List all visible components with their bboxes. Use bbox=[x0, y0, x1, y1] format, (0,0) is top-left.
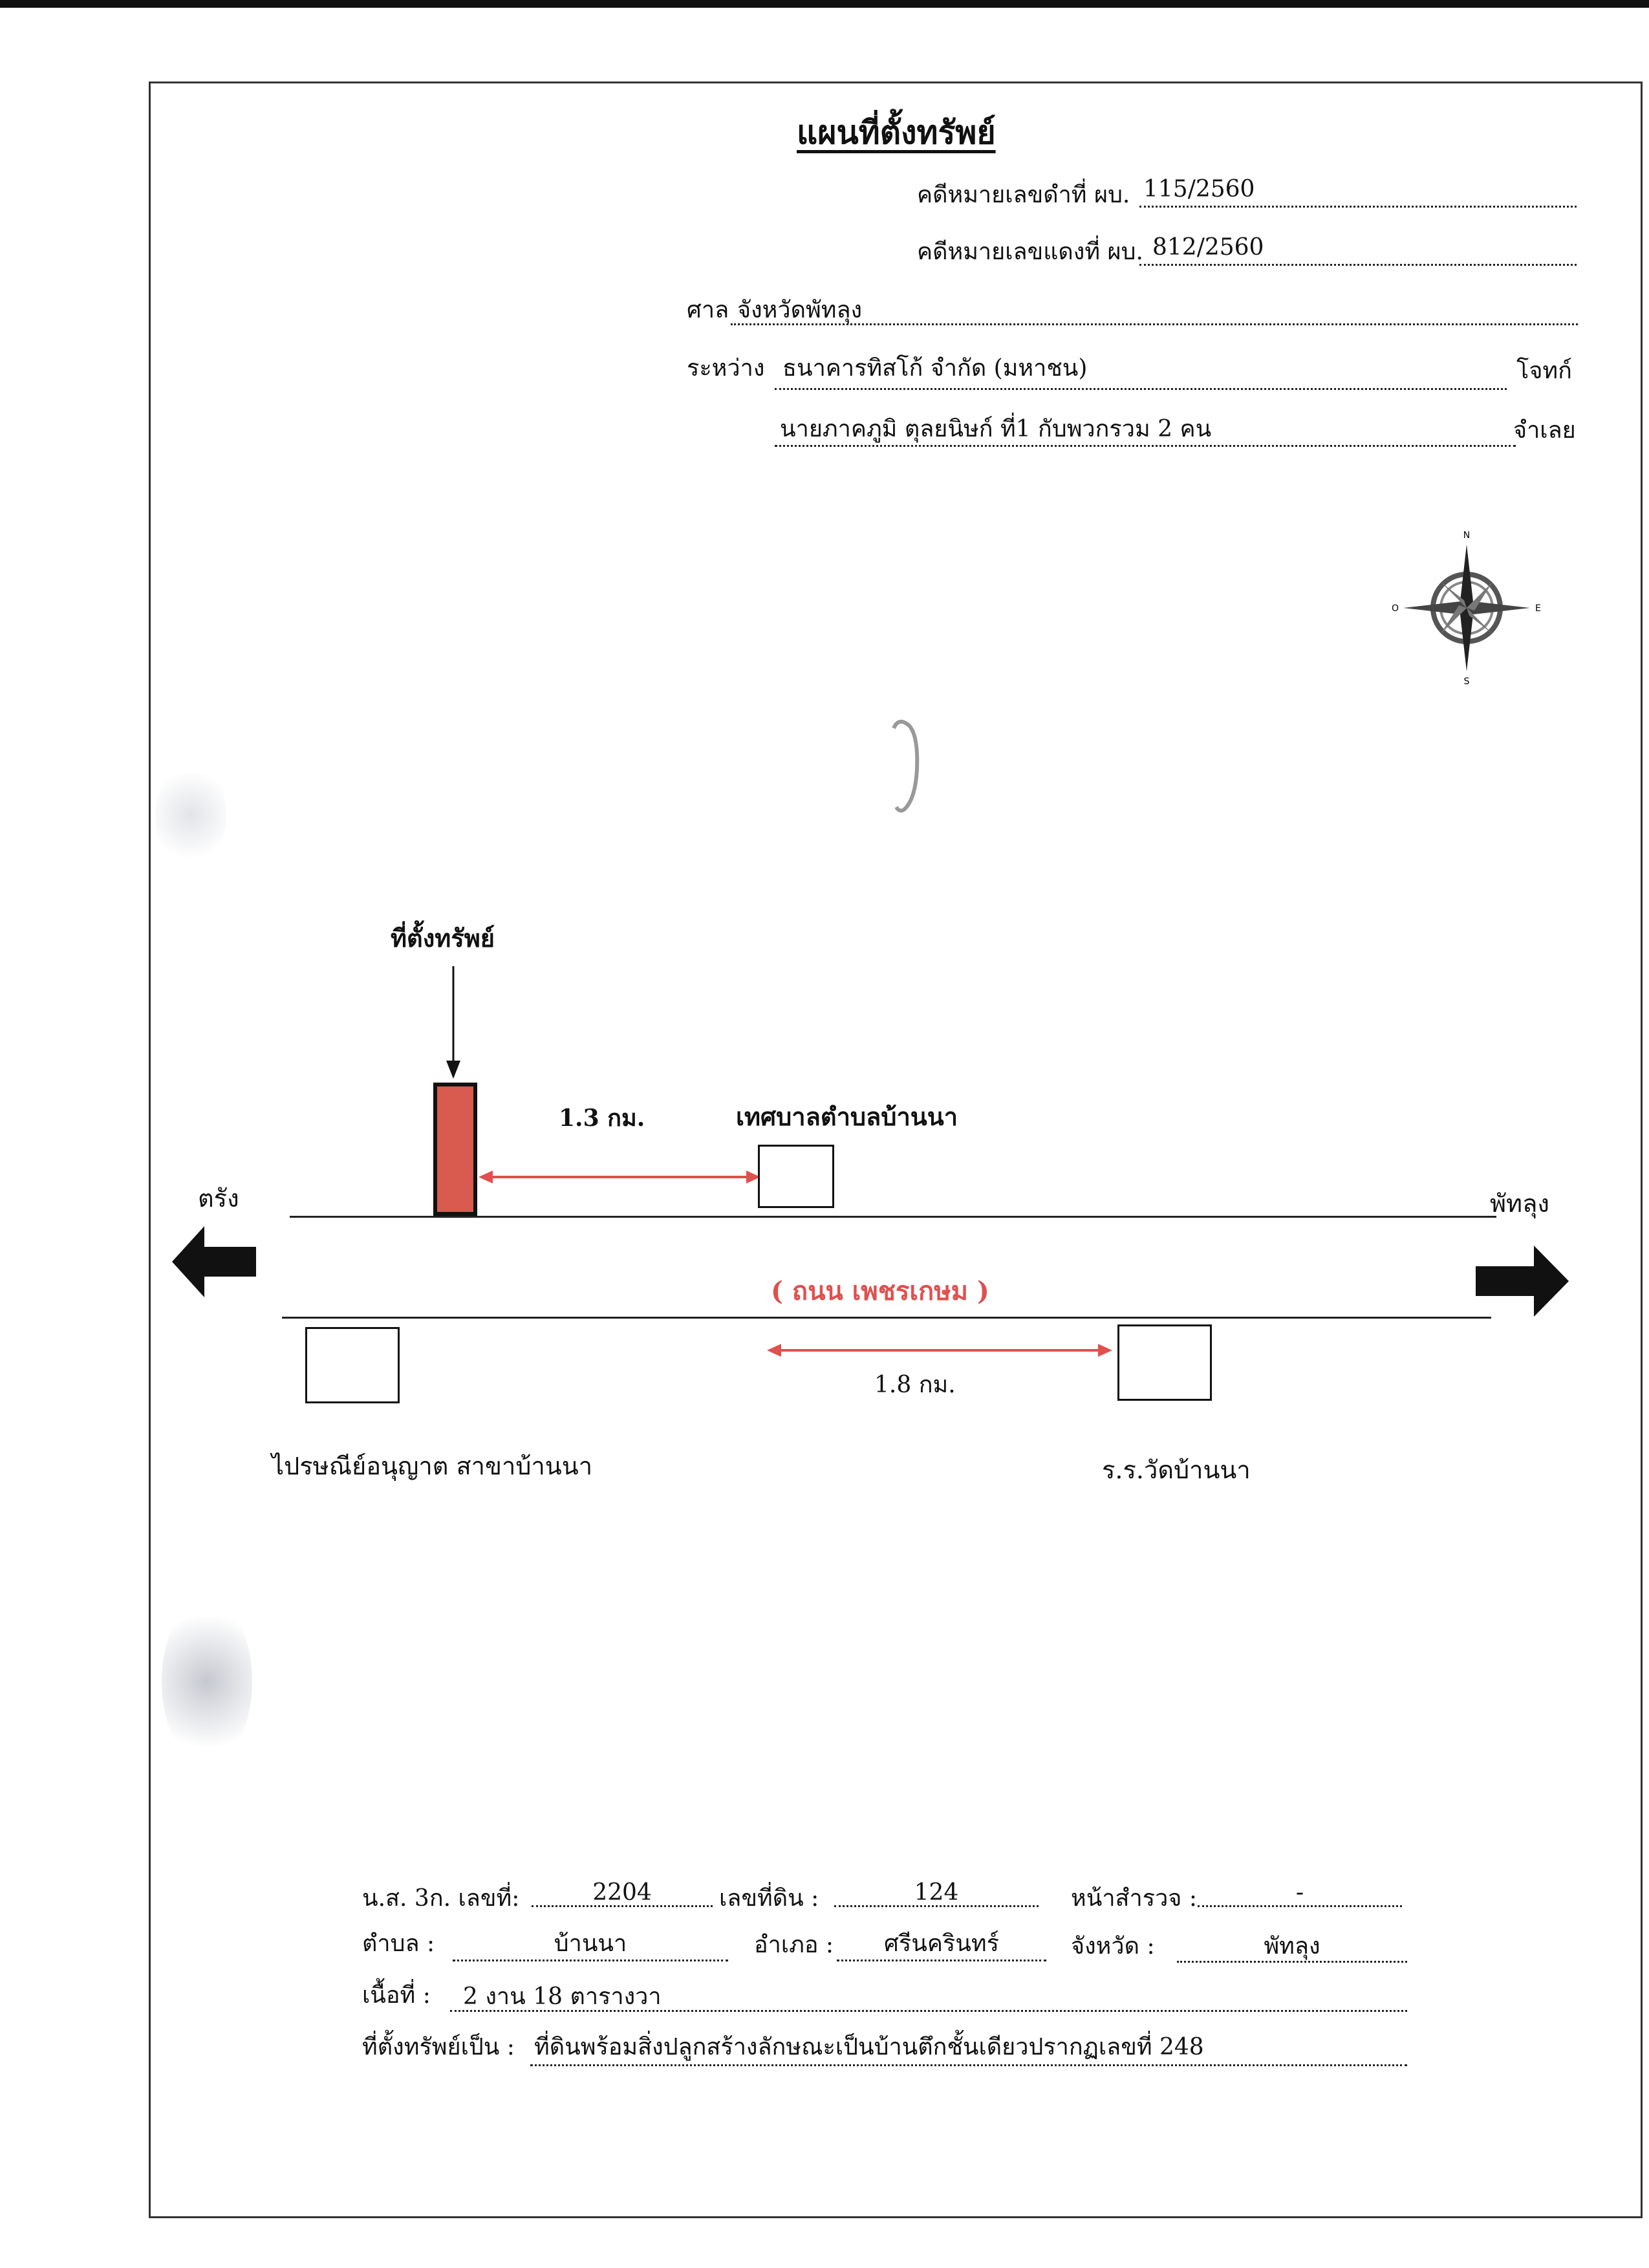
road-lower-edge bbox=[282, 1317, 1491, 1319]
subdistrict: บ้านนา bbox=[554, 1930, 627, 1957]
down-arrow-icon bbox=[446, 966, 460, 1079]
road-name: ( ถนน เพชรเกษม ) bbox=[771, 1276, 989, 1306]
left-arrow-icon bbox=[172, 1226, 256, 1297]
subdistrict-line bbox=[453, 1960, 728, 1961]
defendant-label: จำเลย bbox=[1513, 417, 1576, 444]
red-case-number: 812/2560 bbox=[1152, 234, 1264, 261]
property-type-line bbox=[530, 2064, 1407, 2066]
province-line bbox=[1177, 1961, 1407, 1963]
property-marker bbox=[433, 1083, 477, 1216]
court-line bbox=[731, 323, 1578, 325]
direction-left-label: ตรัง bbox=[198, 1184, 239, 1213]
survey-page-line bbox=[1198, 1905, 1402, 1907]
direction-right-label: พัทลุง bbox=[1490, 1189, 1549, 1218]
property-location-label: ที่ตั้งทรัพย์ bbox=[391, 923, 495, 953]
survey-page: - bbox=[1295, 1879, 1304, 1906]
land-number-line bbox=[834, 1905, 1039, 1907]
compass-south: S bbox=[1464, 676, 1470, 686]
scan-smudge bbox=[155, 763, 226, 867]
right-arrow-icon bbox=[1476, 1246, 1569, 1317]
red-case-line bbox=[1139, 264, 1577, 266]
area-line bbox=[450, 2010, 1407, 2012]
distance-arrow-1 bbox=[479, 1171, 760, 1183]
subdistrict-label: ตำบล : bbox=[362, 1930, 435, 1957]
black-case-number: 115/2560 bbox=[1143, 176, 1255, 202]
plaintiff-value: ธนาคารทิสโก้ จำกัด (มหาชน) bbox=[782, 355, 1088, 382]
district: ศรีนครินทร์ bbox=[884, 1930, 999, 1957]
municipality-building bbox=[758, 1145, 834, 1208]
distance-arrow-2 bbox=[767, 1344, 1112, 1357]
province-label: จังหวัด : bbox=[1071, 1933, 1155, 1960]
defendant-value: นายภาคภูมิ ตุลยนิษก์ ที่1 กับพวกรวม 2 คน bbox=[780, 416, 1212, 442]
property-type-label: ที่ตั้งทรัพย์เป็น : bbox=[362, 2034, 515, 2060]
staple-mark bbox=[892, 720, 920, 813]
survey-page-label: หน้าสำรวจ : bbox=[1071, 1885, 1197, 1912]
road-upper-edge bbox=[290, 1216, 1496, 1218]
deed-label: น.ส. 3ก. เลขที่: bbox=[362, 1885, 520, 1912]
distance-to-municipality: 1.3 กม. bbox=[559, 1105, 645, 1132]
post-office-building bbox=[305, 1327, 400, 1403]
area-label: เนื้อที่ : bbox=[362, 1982, 431, 2009]
post-office-label: ไปรษณีย์อนุญาต สาขาบ้านนา bbox=[272, 1452, 593, 1480]
between-label: ระหว่าง bbox=[687, 355, 765, 382]
compass-east: E bbox=[1535, 603, 1541, 614]
court-label: ศาล bbox=[687, 297, 729, 323]
deed-line bbox=[532, 1905, 713, 1907]
plaintiff-line bbox=[775, 388, 1507, 390]
compass-north: N bbox=[1463, 530, 1470, 541]
page-border bbox=[149, 81, 1643, 2218]
plaintiff-label: โจทก์ bbox=[1516, 358, 1572, 384]
page-title: แผนที่ตั้งทรัพย์ bbox=[797, 113, 996, 151]
school-building bbox=[1117, 1324, 1212, 1401]
defendant-line bbox=[775, 445, 1516, 447]
deed-number: 2204 bbox=[592, 1879, 652, 1906]
court-value: จังหวัดพัทลุง bbox=[737, 297, 863, 323]
land-number-label: เลขที่ดิน : bbox=[719, 1885, 819, 1912]
area: 2 งาน 18 ตารางวา bbox=[463, 1983, 662, 2010]
compass-west: O bbox=[1392, 603, 1399, 614]
distance-between-landmarks: 1.8 กม. bbox=[874, 1372, 956, 1398]
district-label: อำเภอ : bbox=[754, 1932, 834, 1958]
municipality-label: เทศบาลตำบลบ้านนา bbox=[736, 1102, 958, 1131]
black-case-line bbox=[1139, 206, 1577, 208]
property-type: ที่ดินพร้อมสิ่งปลูกสร้างลักษณะเป็นบ้านตึ… bbox=[534, 2034, 1204, 2060]
province: พัทลุง bbox=[1264, 1933, 1320, 1960]
black-case-label: คดีหมายเลขดำที่ ผบ. bbox=[917, 182, 1130, 208]
scan-smudge bbox=[162, 1597, 252, 1766]
district-line bbox=[837, 1960, 1046, 1961]
scan-top-edge bbox=[0, 0, 1649, 8]
school-label: ร.ร.วัดบ้านนา bbox=[1102, 1456, 1251, 1484]
compass-rose-icon: N S O E bbox=[1392, 530, 1541, 686]
red-case-label: คดีหมายเลขแดงที่ ผบ. bbox=[917, 239, 1143, 265]
land-number: 124 bbox=[914, 1879, 959, 1906]
